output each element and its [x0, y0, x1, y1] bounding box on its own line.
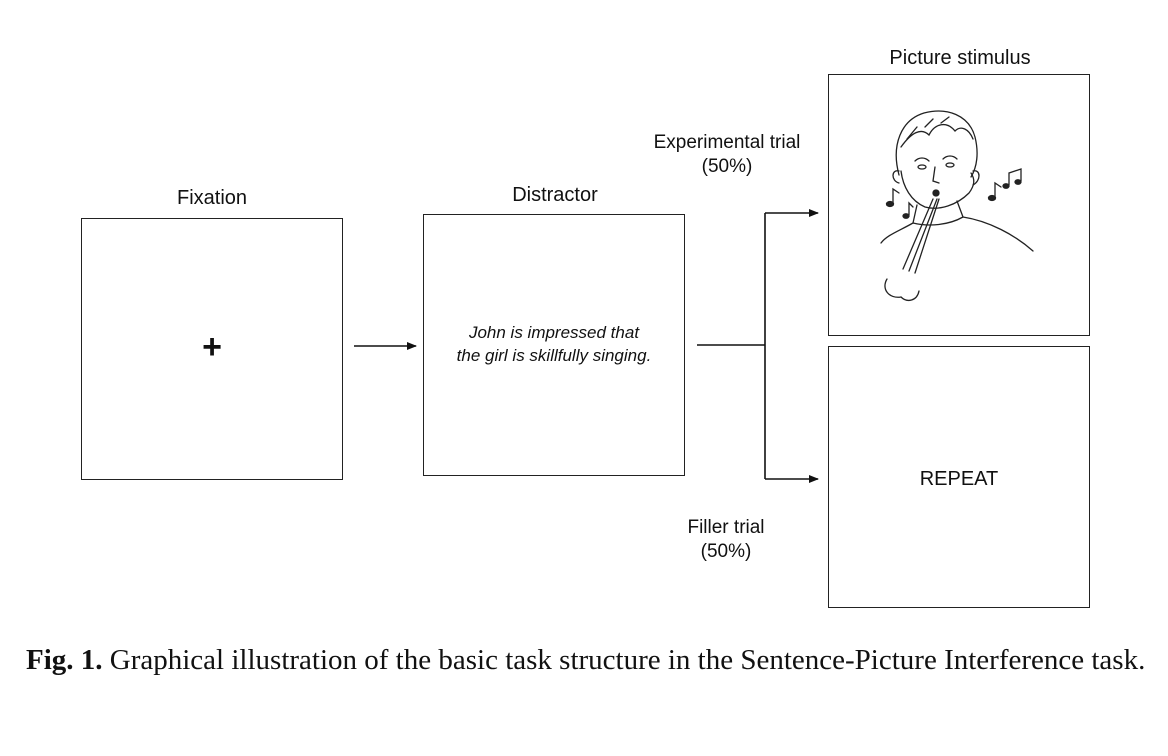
fixation-label: Fixation [176, 187, 248, 209]
repeat-screen: REPEAT [828, 346, 1090, 608]
filler-trial-label: Filler trial (50%) [687, 517, 765, 562]
figure-number: Fig. 1. [26, 644, 103, 676]
picture-stimulus-label: Picture stimulus [889, 47, 1031, 69]
boy-whistling-image [880, 110, 1034, 302]
distractor-screen: John is impressed that the girl is skill… [423, 214, 685, 476]
figure-caption: Fig. 1. Graphical illustration of the ba… [26, 640, 1156, 680]
picture-stimulus-screen [828, 74, 1090, 336]
repeat-text: REPEAT [919, 468, 999, 490]
distractor-sentence-line-2: the girl is skillfully singing. [456, 346, 652, 365]
fixation-cross: + [202, 328, 222, 366]
flow-connectors [354, 209, 819, 483]
experimental-trial-label: Experimental trial (50%) [653, 132, 801, 177]
distractor-sentence-line-1: John is impressed that [468, 323, 640, 342]
figure-caption-text: Graphical illustration of the basic task… [109, 644, 1146, 676]
distractor-label: Distractor [512, 184, 598, 206]
fixation-screen: + [81, 218, 343, 480]
